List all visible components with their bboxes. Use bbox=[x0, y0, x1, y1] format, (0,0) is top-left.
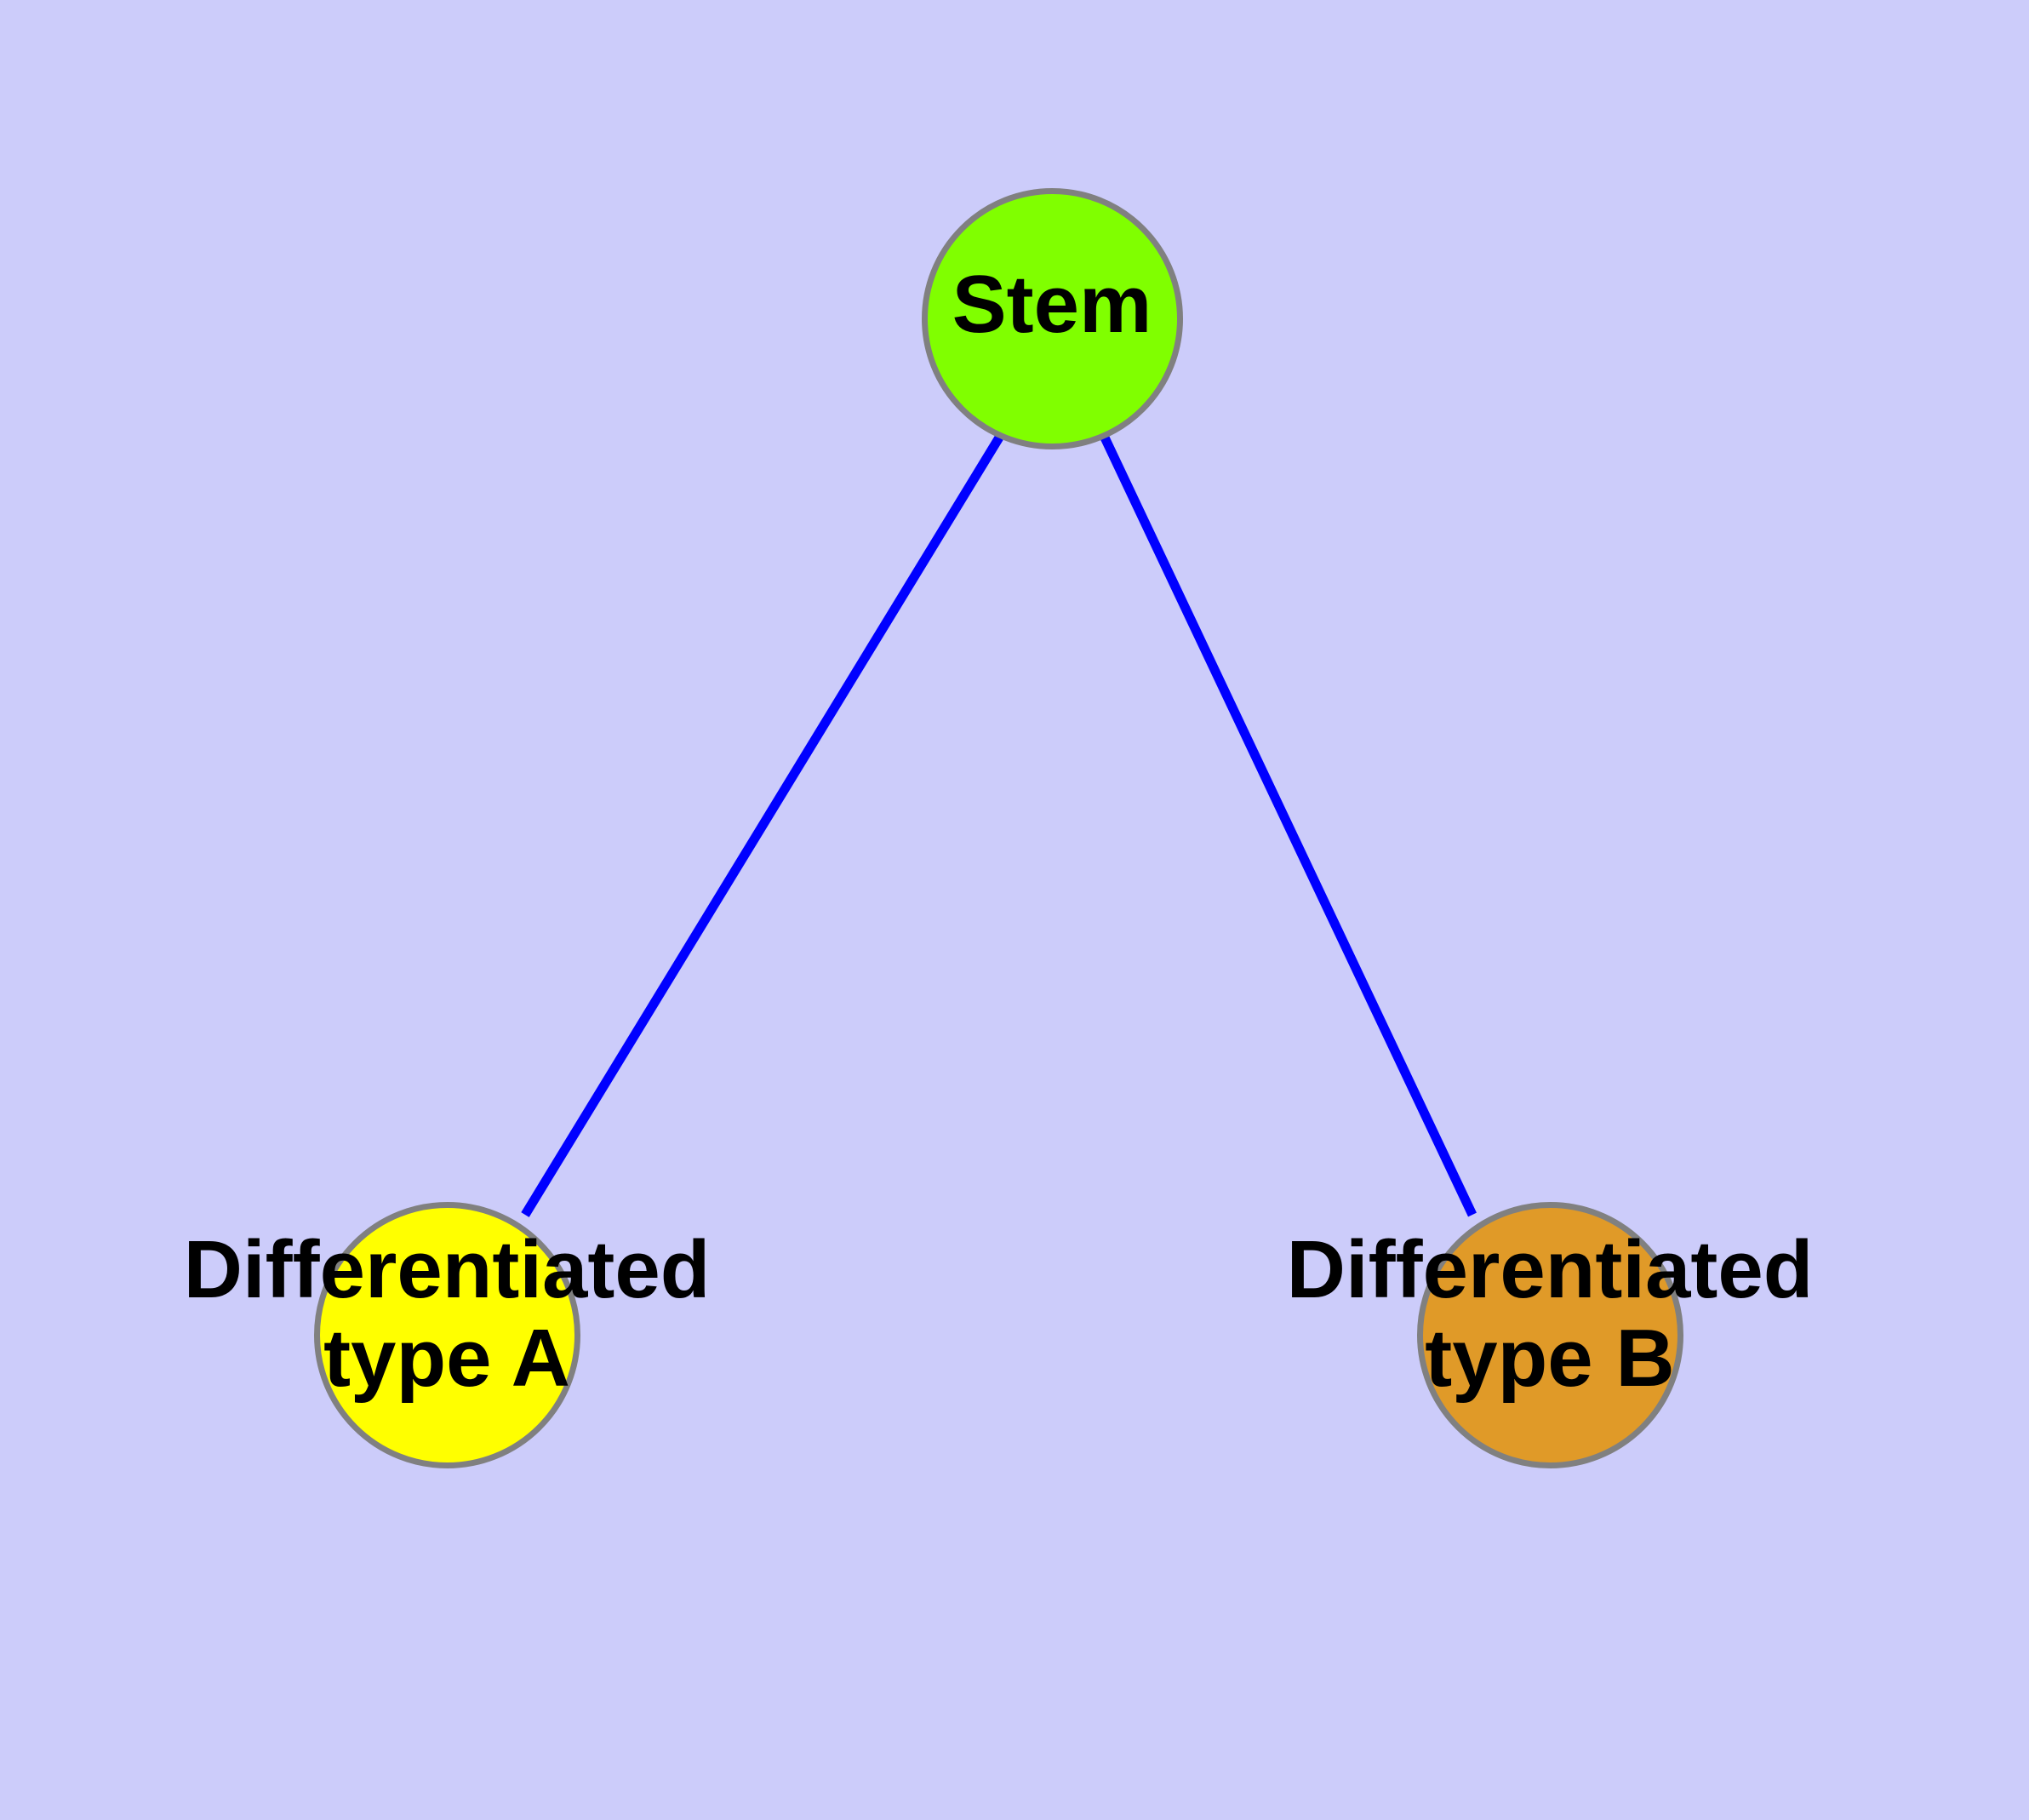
edge-stem-to-differentiated-type-b bbox=[1100, 435, 1477, 1217]
node-differentiated-type-a[interactable] bbox=[314, 1202, 580, 1468]
node-stem[interactable] bbox=[922, 188, 1183, 449]
node-differentiated-type-b[interactable] bbox=[1417, 1202, 1683, 1468]
edge-stem-to-differentiated-type-a bbox=[521, 435, 1003, 1217]
